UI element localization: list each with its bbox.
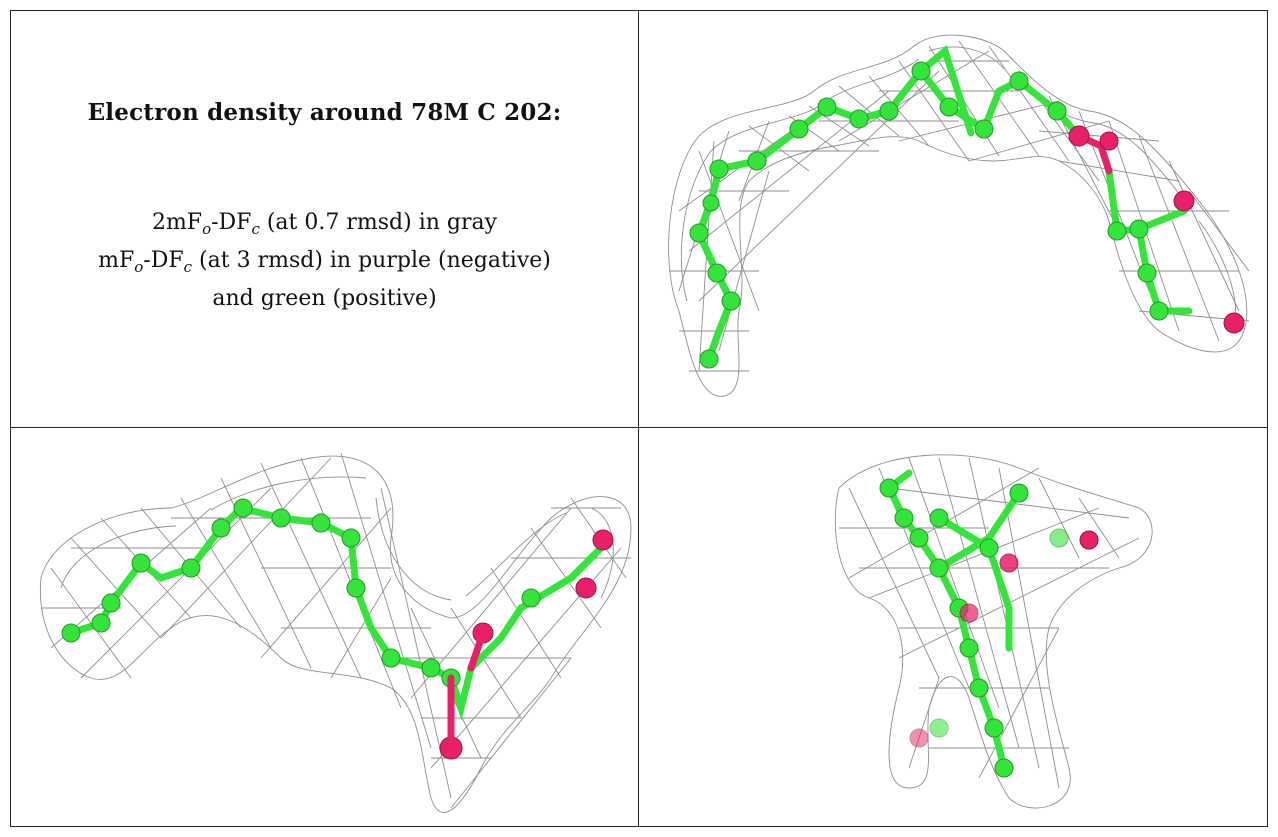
caption-cell: Electron density around 78M C 202: 2mFo-… bbox=[11, 11, 638, 427]
figure-table: Electron density around 78M C 202: 2mFo-… bbox=[10, 10, 1268, 827]
table-border-bottom bbox=[10, 826, 1268, 827]
table-border-top bbox=[10, 10, 1268, 11]
density-view-1 bbox=[668, 34, 1250, 397]
view-bottom-right bbox=[639, 428, 1267, 826]
density-view-2 bbox=[39, 452, 632, 813]
density-view-3 bbox=[834, 454, 1153, 809]
view-top-right bbox=[639, 11, 1267, 427]
view-bottom-left bbox=[11, 428, 638, 826]
legend-line-colors: and green (positive) bbox=[212, 286, 437, 311]
caption-legend: 2mFo-DFc (at 0.7 rmsd) in gray mFo-DFc (… bbox=[11, 207, 638, 315]
density-mesh bbox=[39, 452, 632, 813]
ligand-sticks bbox=[61, 498, 614, 760]
density-mesh bbox=[834, 454, 1153, 809]
ligand-sticks bbox=[689, 44, 1245, 369]
table-border-right bbox=[1267, 10, 1268, 827]
ligand-sticks bbox=[879, 469, 1099, 778]
caption-title: Electron density around 78M C 202: bbox=[87, 99, 562, 126]
table-border-center bbox=[638, 10, 639, 827]
table-border-middle bbox=[10, 427, 1268, 428]
table-border-left bbox=[10, 10, 11, 827]
legend-line-gray: 2mFo-DFc (at 0.7 rmsd) in gray bbox=[151, 210, 498, 238]
legend-line-difference: mFo-DFc (at 3 rmsd) in purple (negative) bbox=[98, 248, 551, 276]
